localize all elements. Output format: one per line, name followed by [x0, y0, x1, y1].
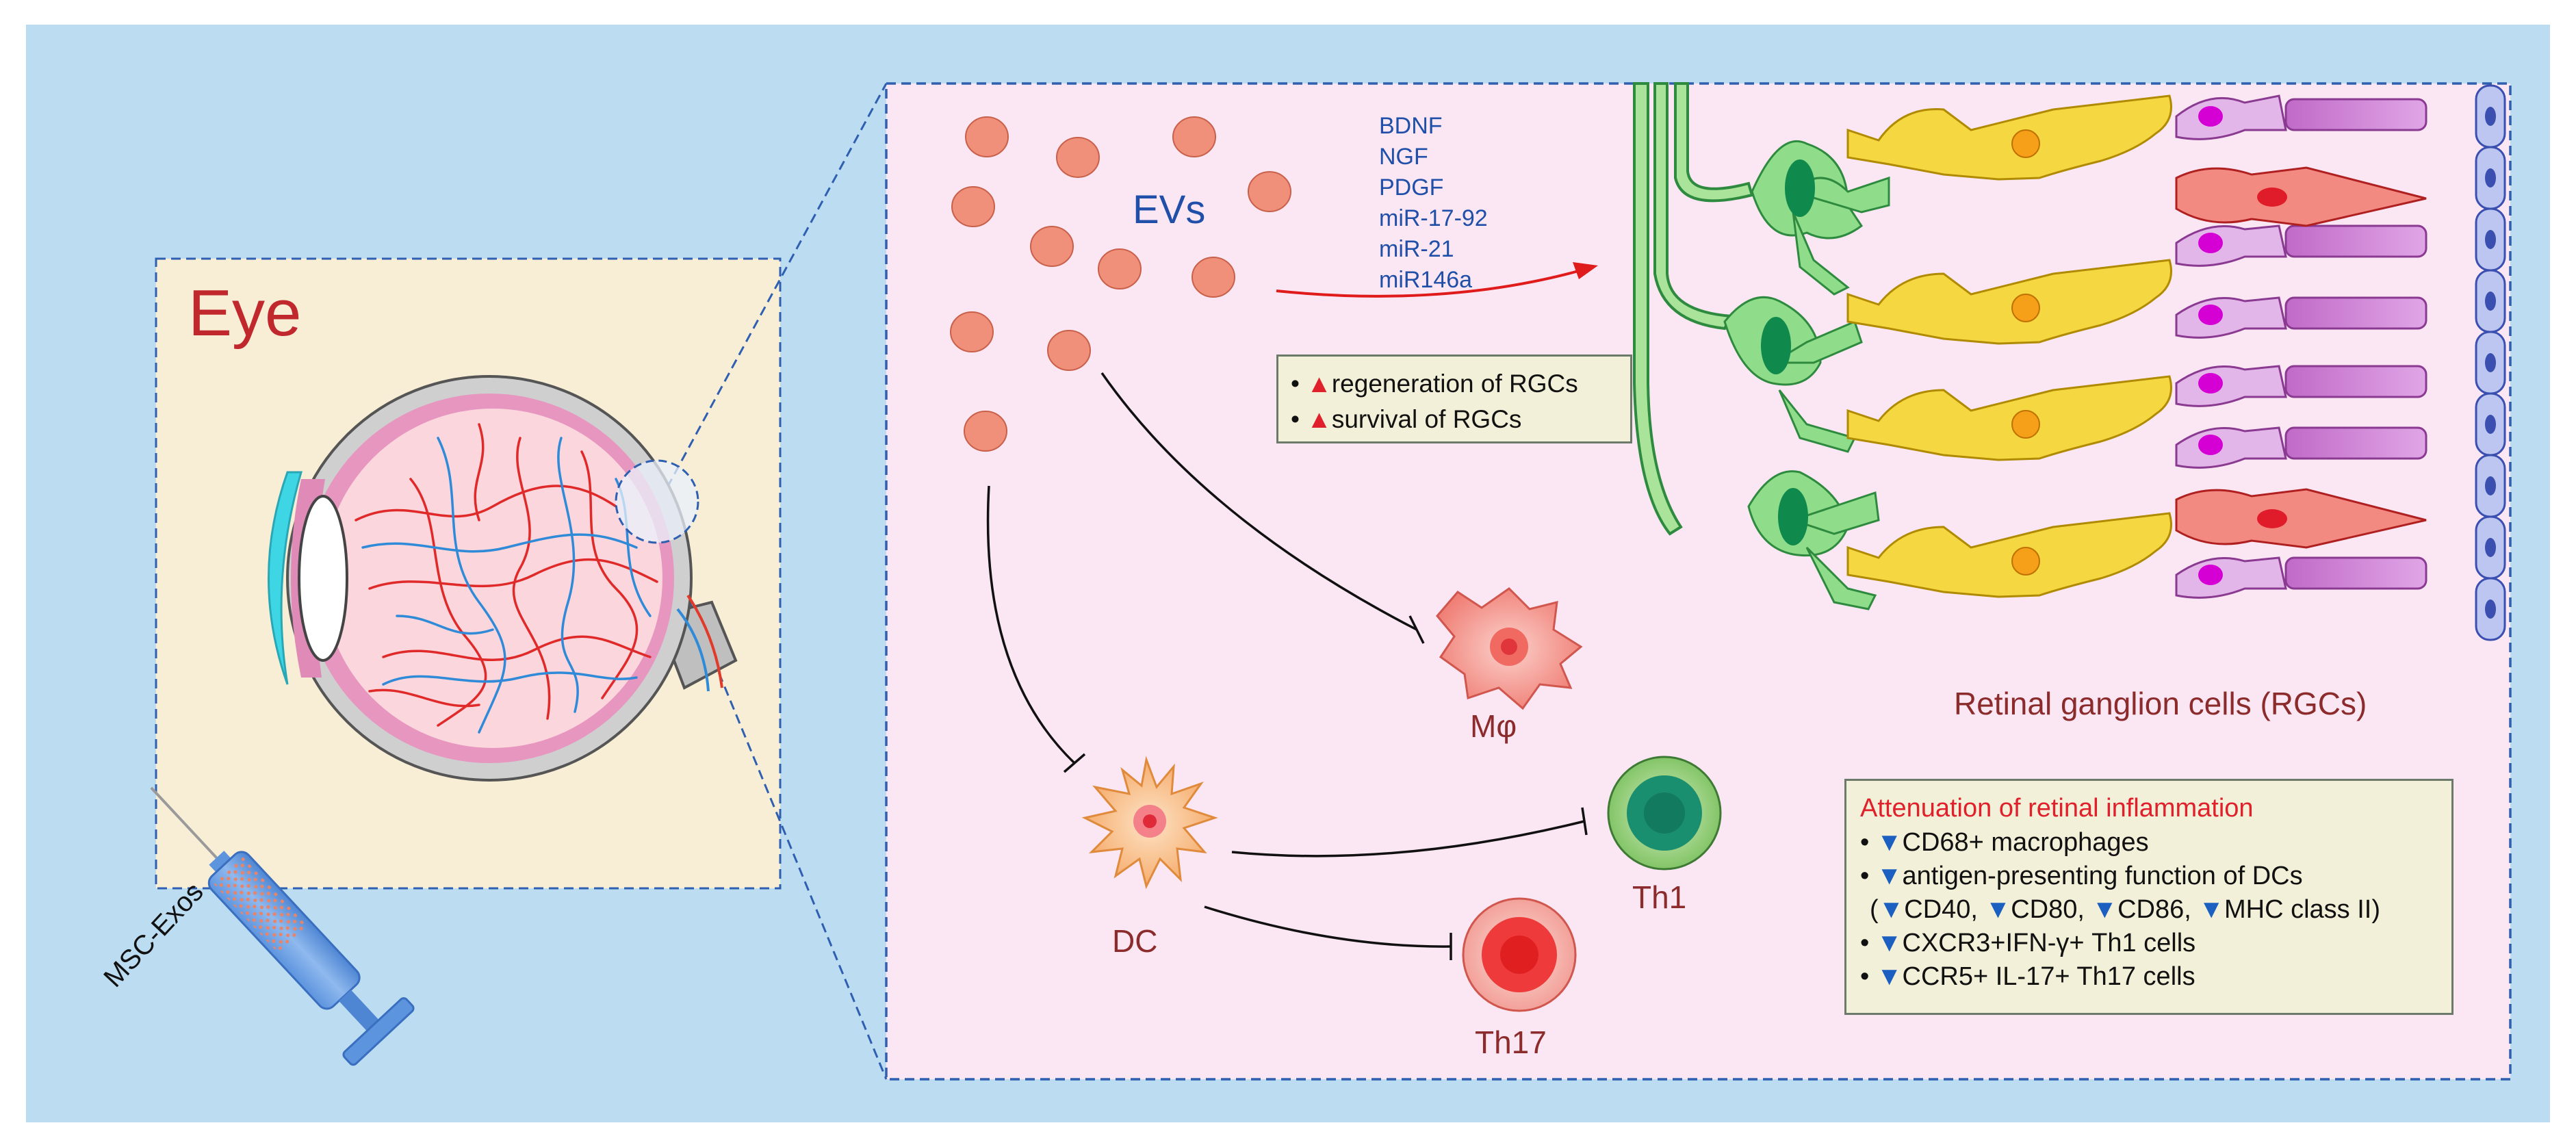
- inflammation-row: • ▼CD68+ macrophages: [1860, 828, 2149, 857]
- down-arrow-icon: ▼: [1876, 828, 1903, 857]
- down-arrow-icon: ▼: [2198, 895, 2224, 924]
- ev-particle: [1047, 330, 1091, 371]
- factor-item: miR146a: [1379, 267, 1473, 293]
- ev-particle: [1248, 171, 1291, 212]
- inflammation-row: • ▼CXCR3+IFN-γ+ Th1 cells: [1860, 929, 2196, 957]
- evs-label: EVs: [1133, 188, 1206, 232]
- inhibition-lines: [986, 372, 1588, 960]
- inflammation-row: (▼CD40, ▼CD80, ▼CD86, ▼MHC class II): [1870, 895, 2380, 924]
- ev-particle: [1172, 116, 1216, 157]
- macrophage-cell: [1436, 587, 1583, 710]
- factor-item: PDGF: [1379, 175, 1444, 201]
- down-arrow-icon: ▼: [1876, 962, 1903, 991]
- factor-item: BDNF: [1379, 113, 1443, 139]
- syringe: [150, 786, 415, 1066]
- down-arrow-icon: ▼: [1985, 895, 2011, 924]
- effect-row: • ▲regeneration of RGCs: [1291, 370, 1578, 398]
- th17-label: Th17: [1475, 1024, 1547, 1060]
- dendritic-cell: [1081, 756, 1218, 890]
- down-arrow-icon: ▼: [2091, 895, 2118, 924]
- ev-particle: [964, 411, 1007, 452]
- ev-particle: [1192, 257, 1235, 298]
- ev-to-rgc-arrow: [1276, 262, 1598, 298]
- factor-item: miR-17-92: [1379, 205, 1488, 231]
- factor-item: miR-21: [1379, 236, 1454, 262]
- th1-cell: [1607, 756, 1722, 871]
- effect-row: • ▲survival of RGCs: [1291, 405, 1522, 433]
- ev-particle: [951, 186, 995, 227]
- down-arrow-icon: ▼: [1876, 862, 1903, 890]
- ev-particle: [1030, 226, 1074, 267]
- inflammation-title: Attenuation of retinal inflammation: [1860, 794, 2254, 823]
- eyeball: [268, 375, 738, 782]
- factor-item: NGF: [1379, 144, 1428, 170]
- factor-list: BDNF NGF PDGF miR-17-92 miR-21 miR146a: [1379, 111, 1488, 296]
- retina-illustration: [1633, 82, 2506, 641]
- rgc-label: Retinal ganglion cells (RGCs): [1954, 686, 2367, 721]
- dendritic-cell-label: DC: [1112, 923, 1158, 959]
- effect-text: survival of RGCs: [1331, 405, 1522, 433]
- down-arrow-icon: ▼: [1876, 929, 1903, 957]
- ev-particle: [1056, 137, 1100, 178]
- inflammation-box: Attenuation of retinal inflammation • ▼C…: [1844, 779, 2453, 1015]
- down-arrow-icon: ▼: [1878, 895, 1905, 924]
- macrophage-label: Mφ: [1470, 708, 1517, 744]
- photoreceptors: [2175, 94, 2427, 599]
- ev-particle: [950, 311, 994, 352]
- eye-title: Eye: [188, 276, 302, 350]
- th1-label: Th1: [1632, 879, 1687, 915]
- ev-particle: [1098, 248, 1142, 289]
- th17-cell: [1462, 897, 1577, 1012]
- up-arrow-icon: ▲: [1306, 405, 1332, 433]
- ev-particle: [965, 116, 1009, 157]
- effect-text: regeneration of RGCs: [1331, 370, 1578, 398]
- ev-particles: [950, 116, 1291, 452]
- inflammation-row: • ▼CCR5+ IL-17+ Th17 cells: [1860, 962, 2195, 991]
- rgc-effects-box: • ▲regeneration of RGCs • ▲survival of R…: [1276, 355, 1632, 443]
- up-arrow-icon: ▲: [1306, 370, 1332, 398]
- inflammation-row: • ▼antigen-presenting function of DCs: [1860, 862, 2303, 890]
